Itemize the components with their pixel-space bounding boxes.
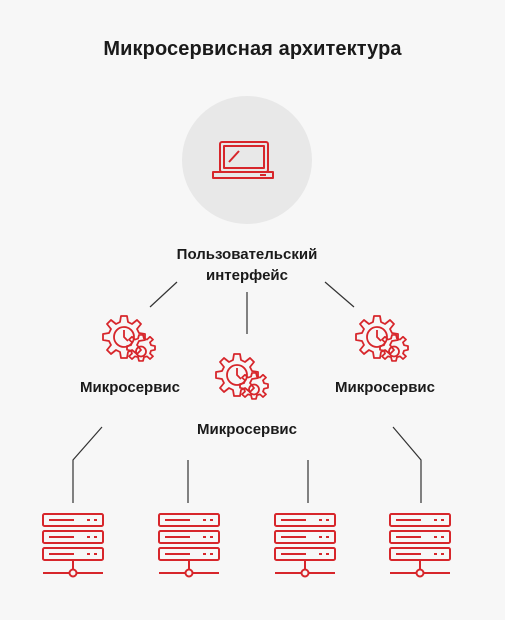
client-label: Пользовательский интерфейс	[152, 244, 342, 286]
client-circle	[182, 96, 312, 224]
client-label-line1: Пользовательский	[176, 246, 318, 263]
connector-left-server1	[72, 426, 103, 503]
client-label-line2: интерфейс	[206, 267, 288, 284]
microservice-label-left: Микросервис	[80, 379, 180, 396]
server-rack-icon	[42, 513, 104, 578]
microservice-label-right: Микросервис	[335, 379, 435, 396]
laptop-icon	[212, 141, 274, 179]
diagram-title: Микросервисная архитектура	[103, 38, 402, 60]
gears-icon	[102, 315, 156, 362]
gears-icon	[355, 315, 409, 362]
server-rack-icon	[158, 513, 220, 578]
microservice-label-middle: Микросервис	[197, 421, 297, 438]
server-rack-icon	[274, 513, 336, 578]
connector-ui-left	[149, 281, 178, 308]
connector-right-server4	[392, 426, 422, 503]
server-rack-icon	[389, 513, 451, 578]
connector-ui-right	[324, 281, 355, 308]
gears-icon	[215, 353, 269, 400]
